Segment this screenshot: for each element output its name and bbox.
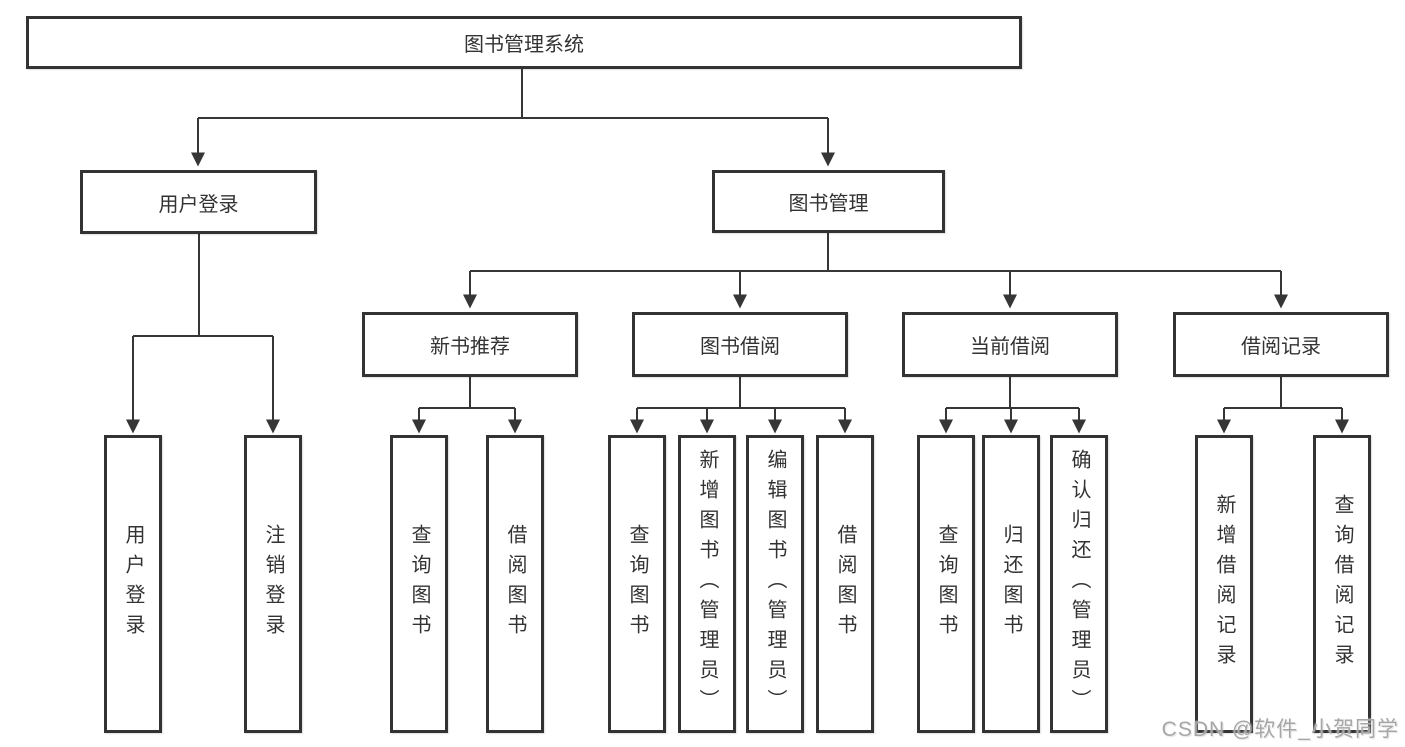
node-current-borrowing: 当前借阅	[902, 312, 1118, 377]
node-user-login: 用户登录	[80, 170, 317, 234]
node-book-borrowing-label: 图书借阅	[700, 336, 780, 358]
leaf-confirm-return-admin-label: 确认归还（管理员）	[1068, 449, 1090, 719]
node-book-management: 图书管理	[712, 170, 945, 233]
leaf-edit-books-admin: 编辑图书（管理员）	[746, 435, 804, 733]
leaf-borrow-books-newbooks: 借阅图书	[486, 435, 544, 733]
leaf-return-books-label: 归还图书	[1000, 524, 1022, 644]
leaf-user-login-label: 用户登录	[122, 524, 144, 644]
leaf-query-books-current-label: 查询图书	[935, 524, 957, 644]
node-user-login-label: 用户登录	[158, 193, 239, 216]
leaf-confirm-return-admin: 确认归还（管理员）	[1050, 435, 1108, 733]
leaf-add-books-admin: 新增图书（管理员）	[678, 435, 736, 733]
node-new-book-recommendation-label: 新书推荐	[430, 336, 510, 358]
leaf-query-books-newbooks: 查询图书	[390, 435, 448, 733]
leaf-query-books-borrowing-label: 查询图书	[626, 524, 648, 644]
leaf-add-borrow-record-label: 新增借阅记录	[1213, 494, 1235, 674]
leaf-query-books-borrowing: 查询图书	[608, 435, 666, 733]
leaf-edit-books-admin-label: 编辑图书（管理员）	[764, 449, 786, 719]
node-current-borrowing-label: 当前借阅	[970, 336, 1050, 358]
leaf-query-borrow-record: 查询借阅记录	[1313, 435, 1371, 733]
leaf-borrow-books-borrowing: 借阅图书	[816, 435, 874, 733]
leaf-query-books-current: 查询图书	[917, 435, 975, 733]
node-new-book-recommendation: 新书推荐	[362, 312, 578, 377]
leaf-add-borrow-record: 新增借阅记录	[1195, 435, 1253, 733]
node-borrowing-records-label: 借阅记录	[1241, 336, 1321, 358]
node-book-borrowing: 图书借阅	[632, 312, 848, 377]
leaf-add-books-admin-label: 新增图书（管理员）	[696, 449, 718, 719]
leaf-logout: 注销登录	[244, 435, 302, 733]
csdn-watermark: CSDN @软件_小贺同学	[1161, 718, 1399, 741]
leaf-user-login: 用户登录	[104, 435, 162, 733]
leaf-return-books: 归还图书	[982, 435, 1040, 733]
node-borrowing-records: 借阅记录	[1173, 312, 1389, 377]
leaf-borrow-books-newbooks-label: 借阅图书	[504, 524, 526, 644]
node-library-system-label: 图书管理系统	[464, 34, 584, 56]
leaf-borrow-books-borrowing-label: 借阅图书	[834, 524, 856, 644]
node-book-management-label: 图书管理	[788, 193, 869, 215]
node-library-system: 图书管理系统	[26, 16, 1022, 69]
leaf-query-books-newbooks-label: 查询图书	[408, 524, 430, 644]
leaf-logout-label: 注销登录	[262, 524, 284, 644]
leaf-query-borrow-record-label: 查询借阅记录	[1331, 494, 1353, 674]
